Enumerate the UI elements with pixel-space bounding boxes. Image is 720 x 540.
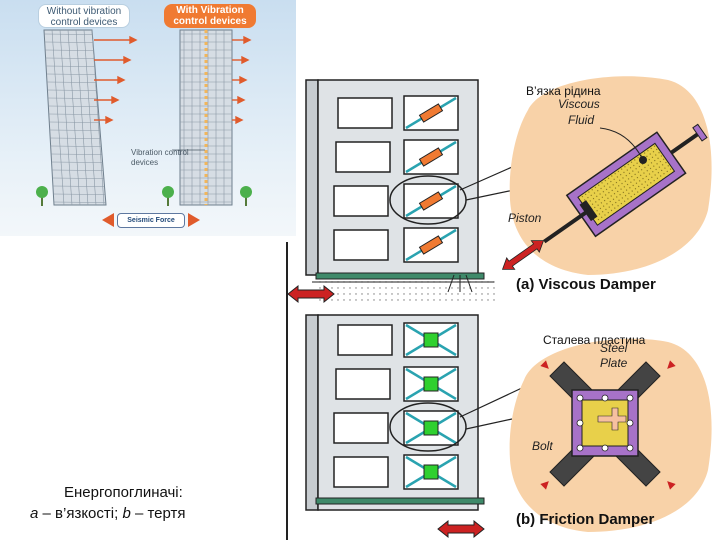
damper-diagrams: Viscous Fluid Piston (288, 76, 712, 539)
vertical-divider (286, 242, 288, 540)
double-arrow-icon (288, 284, 335, 304)
steel-plate-ua-label: Сталева пластина (543, 333, 646, 347)
viscous-fluid-label: Viscous (558, 97, 600, 111)
building-without-devices (43, 29, 138, 206)
letter-a: а (30, 505, 39, 522)
piston-label: Piston (508, 211, 542, 225)
piston-motion-arrow-icon (501, 240, 545, 270)
energy-absorbers-text: Енергопоглиначі: а – в’язкості; b – терт… (30, 482, 280, 524)
double-arrow-icon (437, 519, 485, 539)
building-with-devices (179, 29, 252, 206)
viscous-fluid-label-2: Fluid (568, 113, 594, 127)
text-line: а – в’язкості; b – тертя (30, 505, 186, 522)
bolt-label: Bolt (532, 439, 553, 453)
text-b: – тертя (130, 505, 186, 522)
buildings-comparison-panel: Without vibration control devices With V… (0, 0, 296, 236)
tree-icon (240, 186, 252, 206)
buildings-illustration (36, 29, 252, 227)
text-title: Енергопоглиначі: (64, 484, 183, 501)
seismic-arrow-icon (102, 213, 200, 227)
seismic-force-badge: Seismic Force (117, 213, 185, 228)
device-label: Vibration control devices (131, 148, 189, 167)
caption-friction-damper: (b) Friction Damper (516, 511, 655, 528)
friction-damper-detail: Steel Plate Bolt (509, 338, 712, 532)
steel-plate-label-2: Plate (600, 356, 628, 370)
viscous-fluid-ua-label: В’язка рідина (526, 84, 601, 98)
force-arrow-icon (540, 360, 676, 490)
friction-building-frame (305, 314, 525, 539)
viscous-building-frame (288, 79, 529, 304)
label-with-devices: With Vibration control devices (164, 4, 256, 28)
text-a: – в’язкості; (38, 505, 123, 522)
viscous-damper-detail: Viscous Fluid Piston (501, 76, 712, 275)
caption-viscous-damper: (a) Viscous Damper (516, 276, 656, 293)
label-without-devices: Without vibration control devices (38, 4, 130, 28)
steel-plate-label: Steel (600, 341, 628, 355)
tree-icon (162, 186, 174, 206)
tree-icon (36, 186, 48, 206)
letter-b: b (122, 505, 131, 522)
